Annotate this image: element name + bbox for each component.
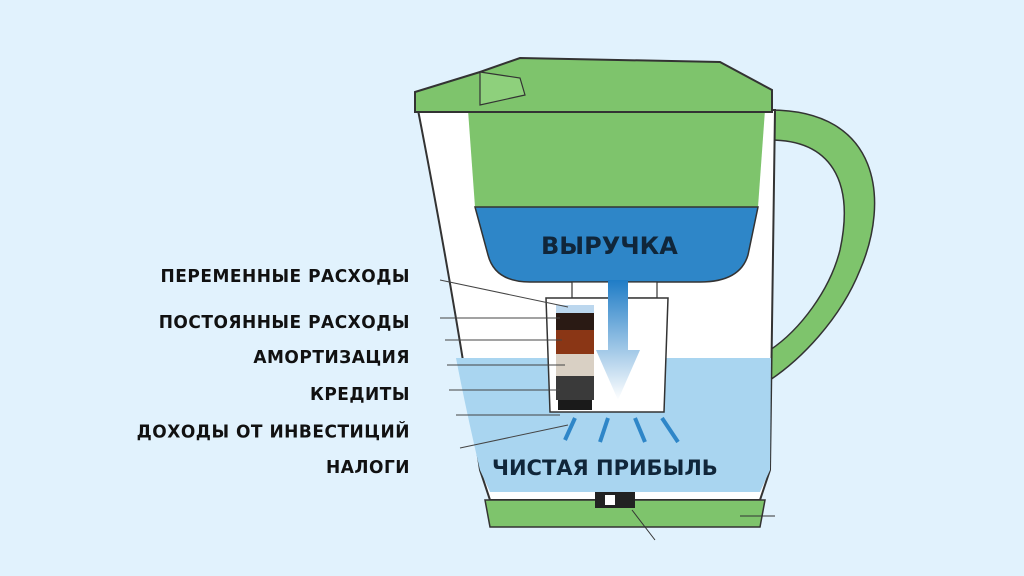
filter-layer-label: ДОХОДЫ ОТ ИНВЕСТИЦИЙ — [136, 421, 410, 443]
flow-arrow — [596, 280, 640, 400]
reservoir-water — [474, 206, 759, 283]
pitcher-base — [484, 499, 766, 528]
filter-layer-label: КРЕДИТЫ — [309, 384, 410, 406]
filter-layer-label: ПЕРЕМЕННЫЕ РАСХОДЫ — [160, 266, 410, 288]
filter-layer-label: ПОСТОЯННЫЕ РАСХОДЫ — [158, 312, 410, 334]
pitcher-lid — [414, 56, 773, 113]
filter-layer-label: НАЛОГИ — [325, 457, 410, 479]
filtered-water — [456, 358, 771, 492]
reservoir-top — [468, 110, 765, 207]
filter-layer-label: АМОРТИЗАЦИЯ — [253, 347, 410, 369]
outflow-arrows — [563, 416, 680, 444]
filter-media — [556, 305, 594, 410]
pitcher-handle — [769, 109, 876, 382]
leader-lines — [439, 279, 569, 449]
revenue-label: ВЫРУЧКА — [541, 232, 678, 260]
net-profit-label: ЧИСТАЯ ПРИБЫЛЬ — [492, 456, 718, 480]
